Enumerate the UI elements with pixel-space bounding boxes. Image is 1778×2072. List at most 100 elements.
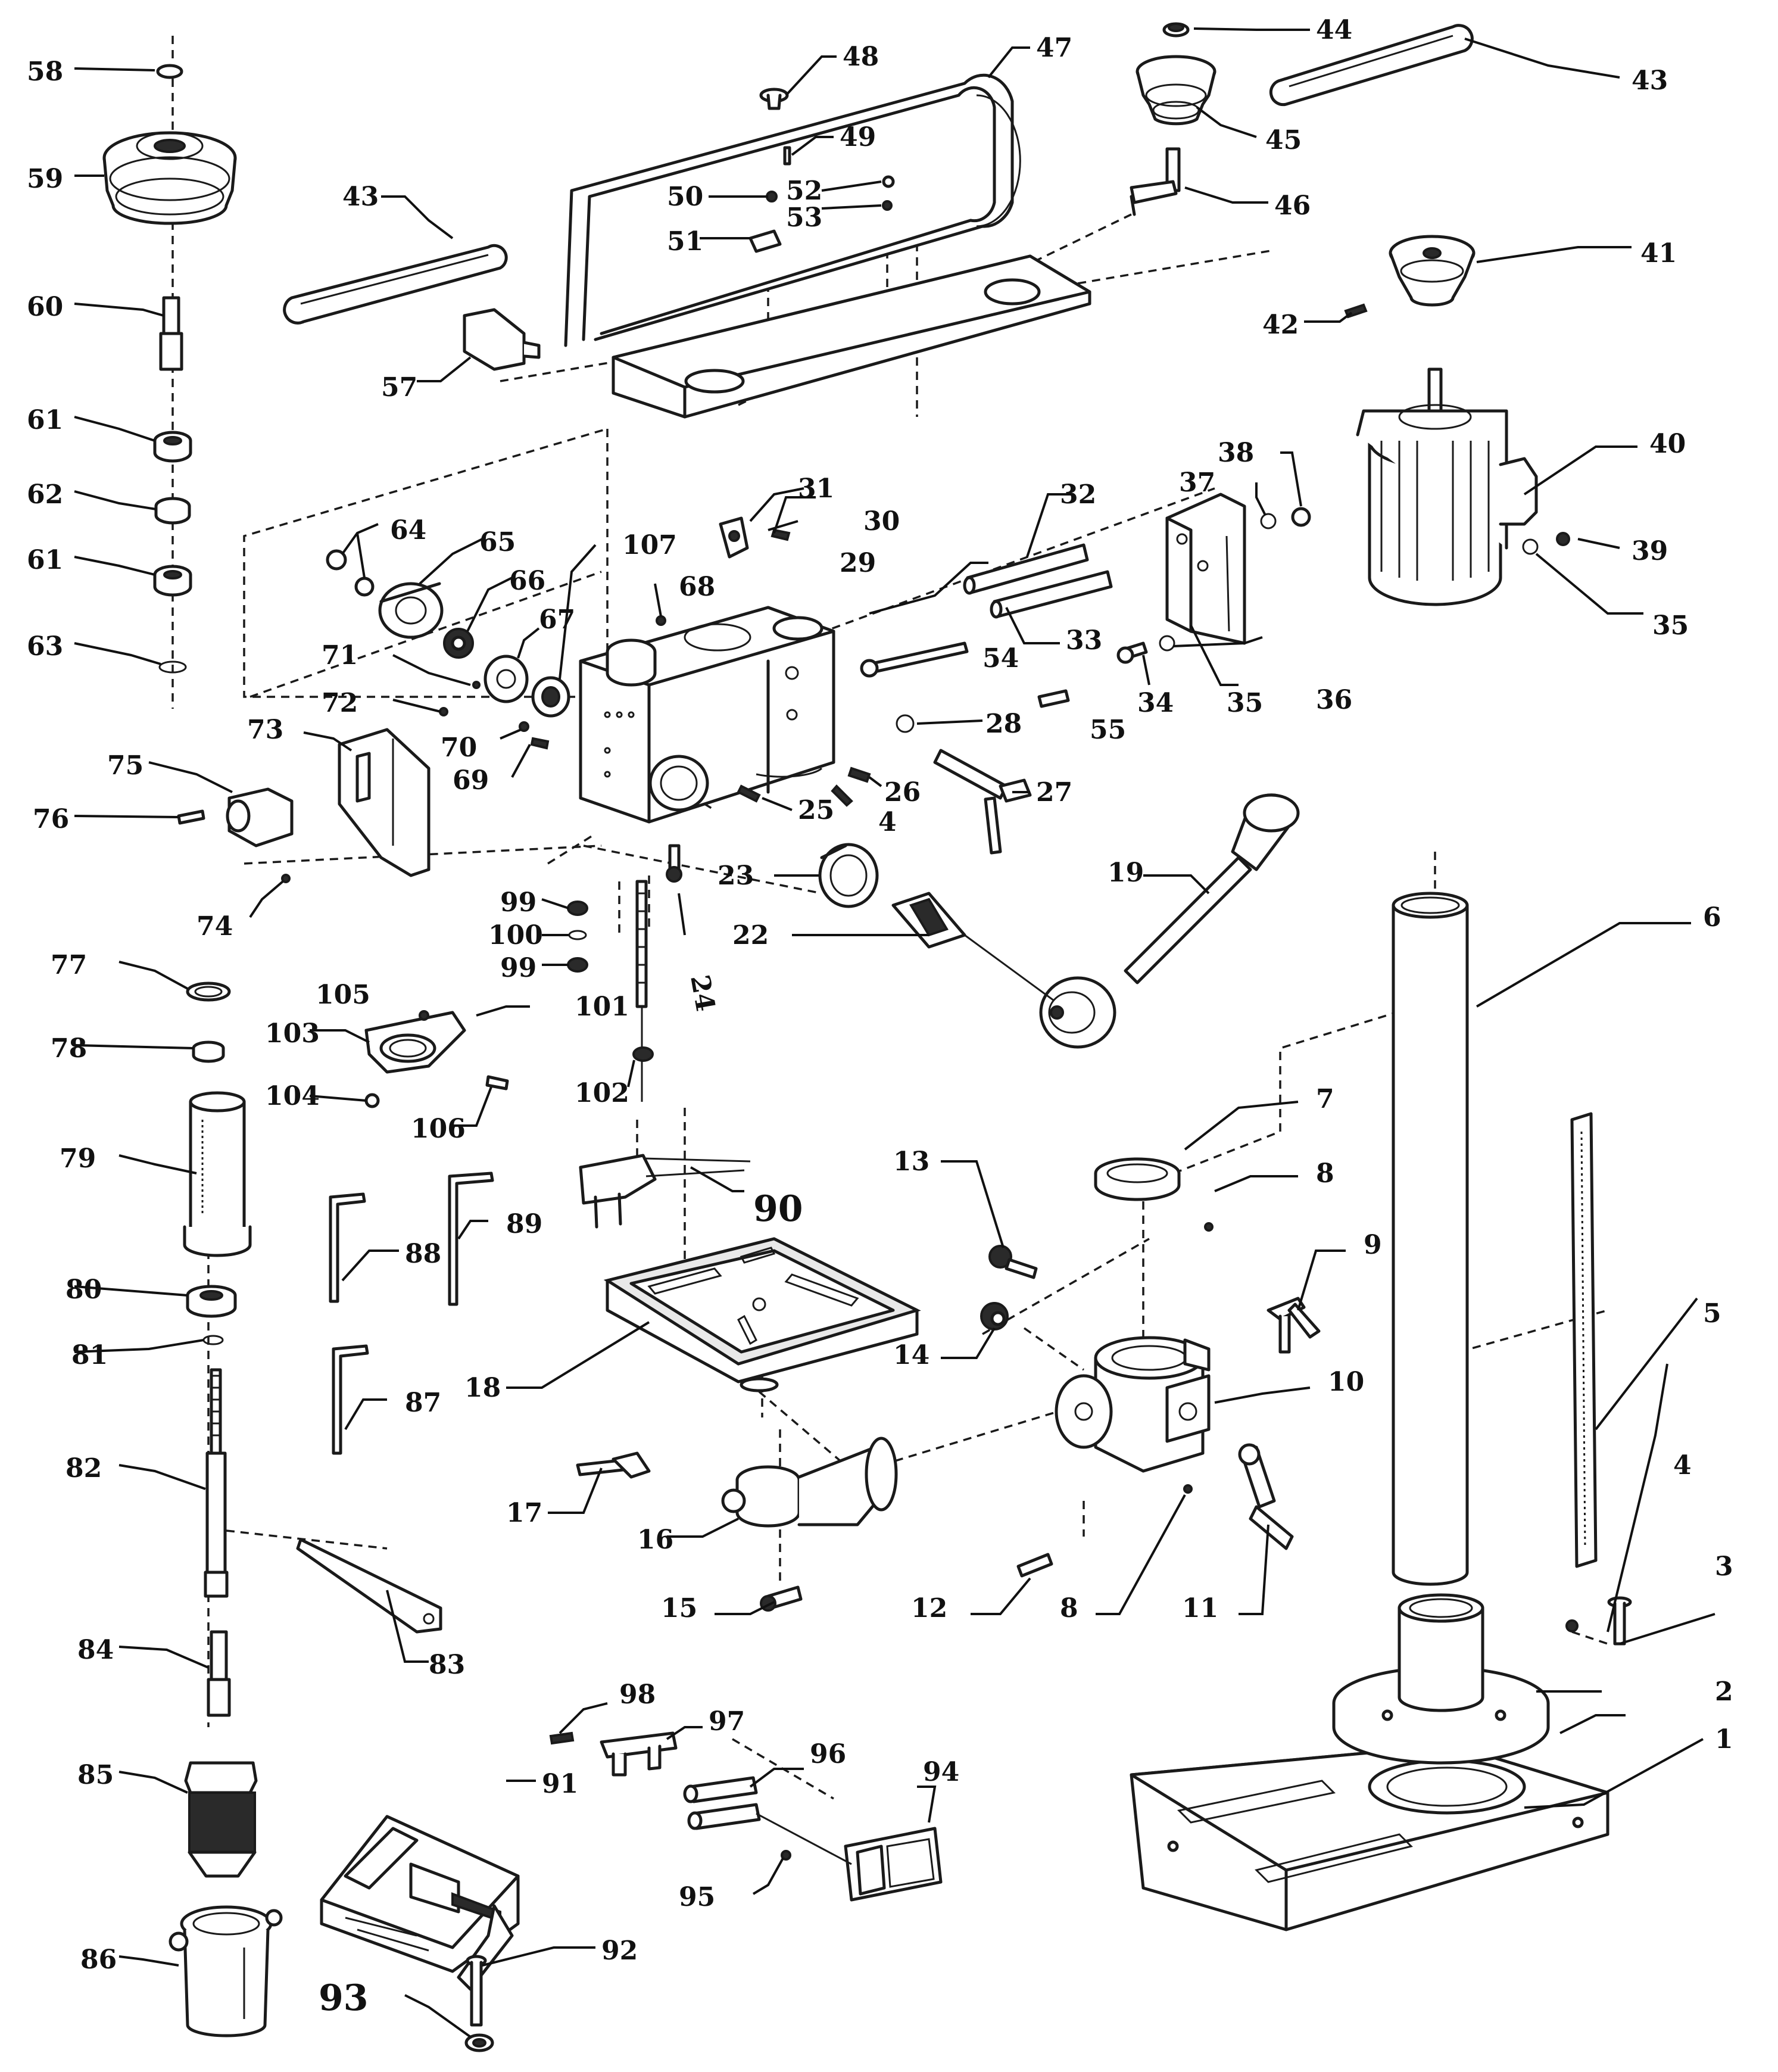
callout-104: 104 (265, 1081, 320, 1111)
part-spindle-pulley (102, 131, 237, 225)
part-screw-52 (882, 175, 895, 188)
part-washer-100 (568, 930, 587, 940)
part-bearing-78 (192, 1040, 225, 1063)
callout-44: 44 (1316, 15, 1352, 45)
callout-105: 105 (316, 980, 370, 1010)
part-nut-99-top (567, 901, 588, 916)
callout-39: 39 (1632, 536, 1668, 566)
callout-98: 98 (619, 1680, 656, 1710)
callout-8-lower: 8 (1060, 1593, 1078, 1624)
callout-22: 22 (732, 920, 769, 951)
callout-100: 100 (488, 920, 543, 951)
callout-65: 65 (479, 527, 516, 557)
part-screw-49 (783, 146, 791, 166)
part-depth-stop-31 (719, 516, 749, 559)
callout-66: 66 (509, 566, 545, 596)
part-pulley-shaft-46 (1130, 147, 1181, 216)
part-power-plug (579, 1154, 751, 1229)
callout-16: 16 (637, 1525, 673, 1555)
part-belt-guard (564, 73, 1091, 419)
callout-85: 85 (77, 1760, 114, 1790)
part-setscrew-4 (1565, 1619, 1579, 1632)
part-washer-28 (896, 714, 915, 733)
callout-80: 80 (65, 1275, 102, 1305)
callout-60: 60 (27, 292, 63, 322)
callout-61-top: 61 (27, 405, 63, 435)
part-washer-35 (1159, 538, 1539, 652)
callout-68: 68 (679, 572, 715, 602)
part-rack (1570, 1112, 1598, 1568)
callout-71: 71 (322, 640, 358, 671)
part-bolt-92 (466, 1955, 487, 2027)
part-lock-handle-9 (1267, 1297, 1321, 1354)
callout-17: 17 (506, 1498, 542, 1528)
callout-43-right: 43 (1632, 66, 1668, 96)
part-ring-77 (186, 982, 231, 1002)
callout-24: 24 (684, 973, 720, 1014)
callout-73: 73 (247, 715, 283, 745)
part-latch-51 (748, 229, 782, 253)
callout-54: 54 (982, 643, 1019, 674)
callout-8-upper: 8 (1316, 1158, 1334, 1189)
part-shaft-60 (159, 296, 183, 371)
callout-35-motor: 35 (1652, 610, 1689, 641)
part-lock-bolt-27 (933, 749, 1032, 855)
part-motor-pulley (1389, 235, 1476, 307)
callout-36: 36 (1316, 685, 1352, 715)
callout-53: 53 (786, 202, 822, 233)
callout-74: 74 (196, 911, 233, 942)
part-center-pulley (1136, 55, 1216, 126)
part-pin-55 (1037, 689, 1070, 708)
part-spacer-62 (154, 497, 191, 525)
part-screw-106 (485, 1075, 509, 1090)
callout-57: 57 (381, 372, 417, 403)
callout-97: 97 (709, 1706, 745, 1737)
part-chuck-85 (184, 1761, 258, 1878)
callout-92: 92 (601, 1936, 638, 1966)
callout-37: 37 (1179, 468, 1215, 498)
part-vise-91 (320, 1815, 520, 1991)
callout-42: 42 (1262, 310, 1299, 340)
callout-10: 10 (1328, 1367, 1364, 1397)
callout-18: 18 (464, 1373, 501, 1403)
part-column (1392, 892, 1469, 1586)
callout-labels: 1 2 3 4 4 5 6 7 8 8 9 10 11 12 13 14 15 … (27, 15, 1733, 2019)
callout-62: 62 (27, 479, 63, 510)
part-work-table (603, 1237, 921, 1392)
part-spring-seat-67 (484, 655, 529, 703)
callout-58: 58 (27, 57, 63, 87)
callout-83: 83 (429, 1650, 465, 1680)
callout-52: 52 (786, 176, 822, 206)
part-handle-hub (1039, 976, 1116, 1049)
part-knob-48 (759, 88, 789, 110)
callout-76: 76 (33, 804, 69, 834)
callout-23: 23 (718, 861, 754, 891)
callout-95: 95 (679, 1882, 715, 1912)
callout-34: 34 (1137, 688, 1174, 718)
callout-31: 31 (798, 473, 834, 504)
part-collar-107 (531, 676, 570, 718)
part-chuck-guard-86 (169, 1905, 283, 2037)
part-screw-24 (666, 844, 682, 883)
part-pinion-shaft-22 (891, 892, 1055, 1002)
part-arbor-84 (207, 1630, 231, 1717)
part-head (579, 606, 835, 824)
callout-40: 40 (1649, 429, 1686, 459)
part-nut-44 (1162, 22, 1190, 38)
callout-1: 1 (1715, 1724, 1733, 1755)
part-base (1130, 1743, 1609, 1931)
callout-64: 64 (390, 515, 426, 546)
callout-29: 29 (840, 548, 876, 578)
part-spring-cover-65 (378, 582, 444, 639)
callout-55: 55 (1090, 715, 1126, 745)
part-bearing-80 (186, 1285, 237, 1318)
part-screw-30 (771, 528, 791, 541)
part-spindle-82 (204, 1368, 229, 1598)
callout-77: 77 (51, 950, 87, 980)
part-bearing-61-top (153, 431, 192, 463)
part-bearing-61-bottom (153, 565, 192, 597)
callout-86: 86 (80, 1945, 117, 1975)
part-screw-98 (549, 1731, 575, 1745)
part-spring-66 (443, 628, 474, 659)
